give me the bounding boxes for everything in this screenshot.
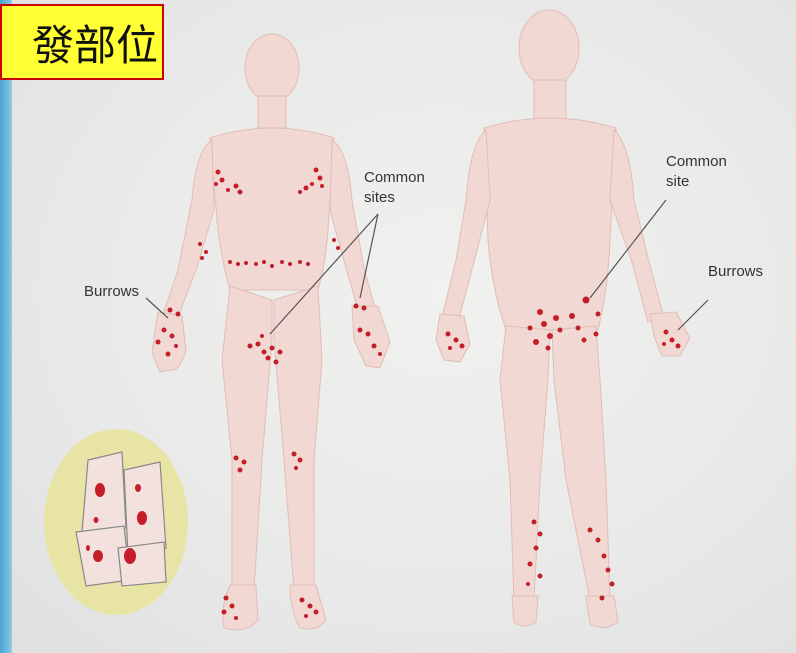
label-common-sites: Common sites (364, 168, 425, 208)
front-body-figure (152, 34, 390, 630)
label-burrows-front: Burrows (84, 282, 139, 302)
back-body-figure (436, 10, 690, 628)
inset-hand-closeup (44, 429, 188, 615)
label-common-site: Common site (666, 152, 727, 192)
slide-title: 發部位 (0, 4, 164, 80)
label-burrows-back: Burrows (708, 262, 763, 282)
